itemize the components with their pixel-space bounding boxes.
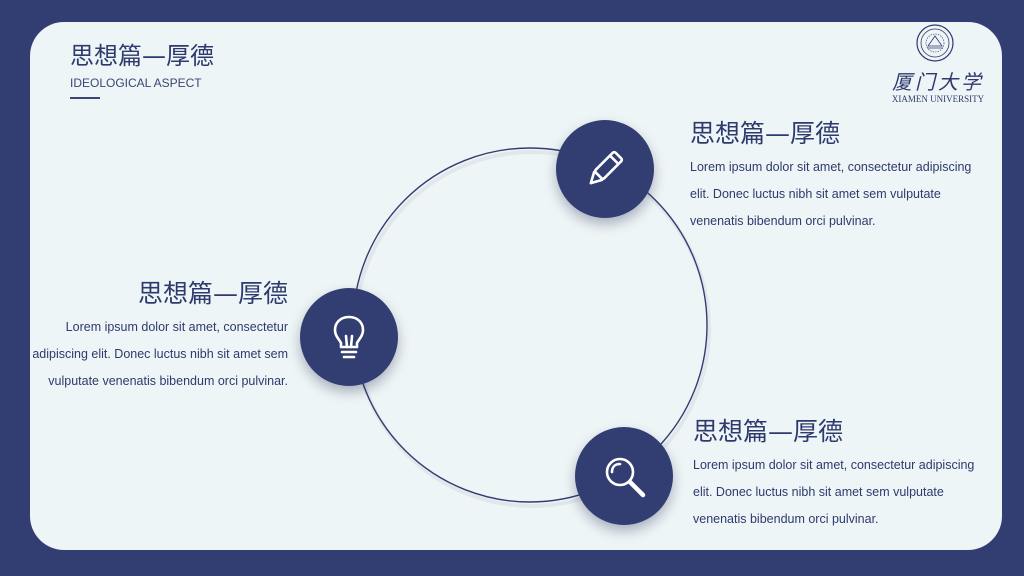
item-body-2: Lorem ipsum dolor sit amet, consectetur …: [32, 320, 288, 388]
page-title: 思想篇—厚德: [70, 42, 214, 70]
magnifier-icon: [605, 457, 646, 498]
lightbulb-icon: [333, 315, 365, 359]
item-body-1: Lorem ipsum dolor sit amet, consectetur …: [690, 160, 972, 228]
university-logo: 厦门大学 XIAMEN UNIVERSITY: [882, 24, 984, 108]
item-block-1: 思想篇—厚德 Lorem ipsum dolor sit amet, conse…: [690, 114, 980, 235]
magnifier-node: [575, 427, 673, 525]
item-body-3: Lorem ipsum dolor sit amet, consectetur …: [693, 458, 975, 526]
logo-english-name: XIAMEN UNIVERSITY: [891, 94, 985, 104]
item-block-2: 思想篇—厚德 Lorem ipsum dolor sit amet, conse…: [30, 274, 288, 395]
pencil-icon: [589, 150, 624, 185]
lightbulb-node: [300, 288, 398, 386]
university-seal-icon: [916, 24, 954, 62]
item-block-3: 思想篇—厚德 Lorem ipsum dolor sit amet, conse…: [693, 412, 983, 533]
logo-chinese-name: 厦门大学: [892, 70, 984, 94]
item-title-2: 思想篇—厚德: [137, 279, 288, 308]
pencil-node: [556, 120, 654, 218]
title-underline: [70, 97, 100, 99]
slide-card: 思想篇—厚德 IDEOLOGICAL ASPECT 厦门大学 XIAMEN UN…: [30, 22, 1002, 550]
page-subtitle: IDEOLOGICAL ASPECT: [70, 76, 202, 90]
item-title-3: 思想篇—厚德: [693, 417, 844, 446]
item-title-1: 思想篇—厚德: [690, 119, 841, 148]
